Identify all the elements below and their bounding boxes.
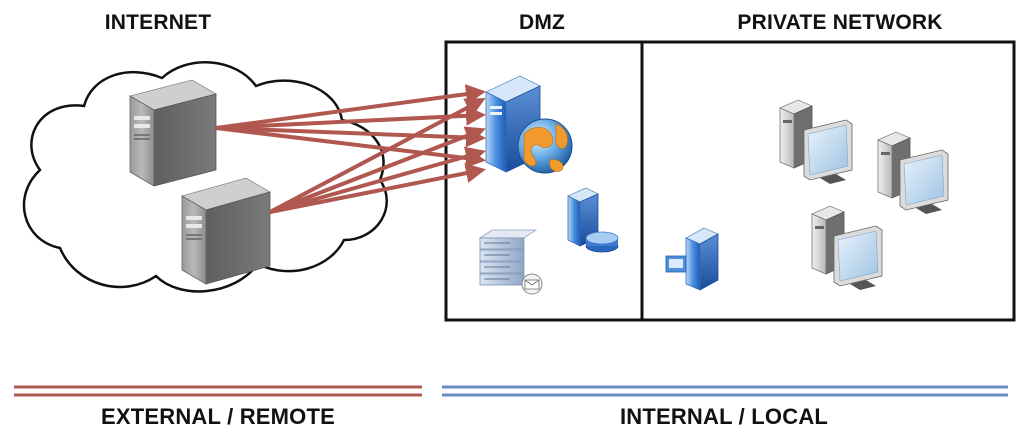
network-zones-box <box>444 40 1016 322</box>
external-zone-line <box>14 385 422 397</box>
internal-zone-line <box>442 385 1008 397</box>
external-remote-label: EXTERNAL / REMOTE <box>100 404 336 429</box>
internet-label: INTERNET <box>104 11 212 34</box>
workstation-icon <box>779 99 853 184</box>
globe-icon <box>517 118 573 174</box>
server-tower-icon <box>128 79 218 187</box>
small-server-icon <box>665 227 719 291</box>
workstation-icon <box>811 205 883 290</box>
mail-server-icon <box>478 229 543 295</box>
private-network-label: PRIVATE NETWORK <box>737 11 943 34</box>
workstation-icon <box>877 131 949 214</box>
web-server-icon <box>485 75 541 173</box>
traffic-arrows <box>215 84 486 214</box>
internal-local-label: INTERNAL / LOCAL <box>619 404 829 429</box>
server-tower-icon <box>180 177 272 285</box>
database-server-icon <box>567 187 619 253</box>
dmz-label: DMZ <box>518 11 566 34</box>
